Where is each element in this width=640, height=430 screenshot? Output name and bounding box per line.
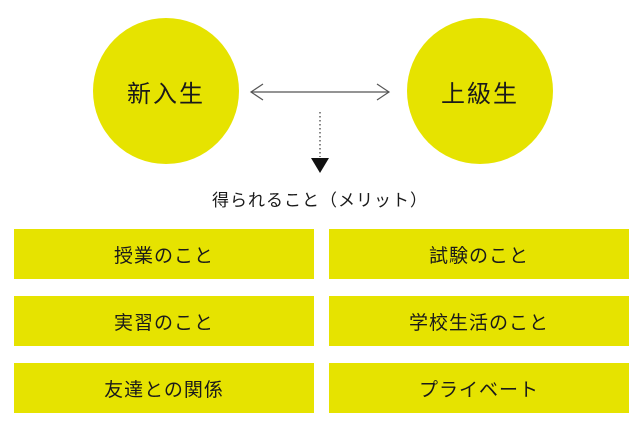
- down-arrow-icon: [311, 112, 329, 173]
- benefit-label: 授業のこと: [113, 244, 214, 267]
- benefit-box: 試験のこと: [329, 229, 629, 279]
- benefit-box: プライベート: [329, 363, 629, 413]
- double-arrow-icon: [249, 83, 391, 101]
- benefit-box: 授業のこと: [14, 229, 314, 279]
- node-new-students: 新入生: [93, 18, 239, 164]
- benefit-label: 学校生活のこと: [408, 311, 549, 334]
- benefit-box: 実習のこと: [14, 296, 314, 346]
- node-senior-students: 上級生: [407, 18, 553, 164]
- benefit-label: プライベート: [418, 378, 539, 401]
- benefit-label: 友達との関係: [104, 378, 224, 401]
- benefit-label: 試験のこと: [428, 244, 529, 267]
- node-new-students-label: 新入生: [127, 79, 205, 108]
- benefit-box: 学校生活のこと: [329, 296, 629, 346]
- benefit-box: 友達との関係: [14, 363, 314, 413]
- benefit-label: 実習のこと: [113, 311, 214, 334]
- node-senior-students-label: 上級生: [441, 79, 519, 108]
- result-title: 得られること（メリット）: [212, 191, 428, 211]
